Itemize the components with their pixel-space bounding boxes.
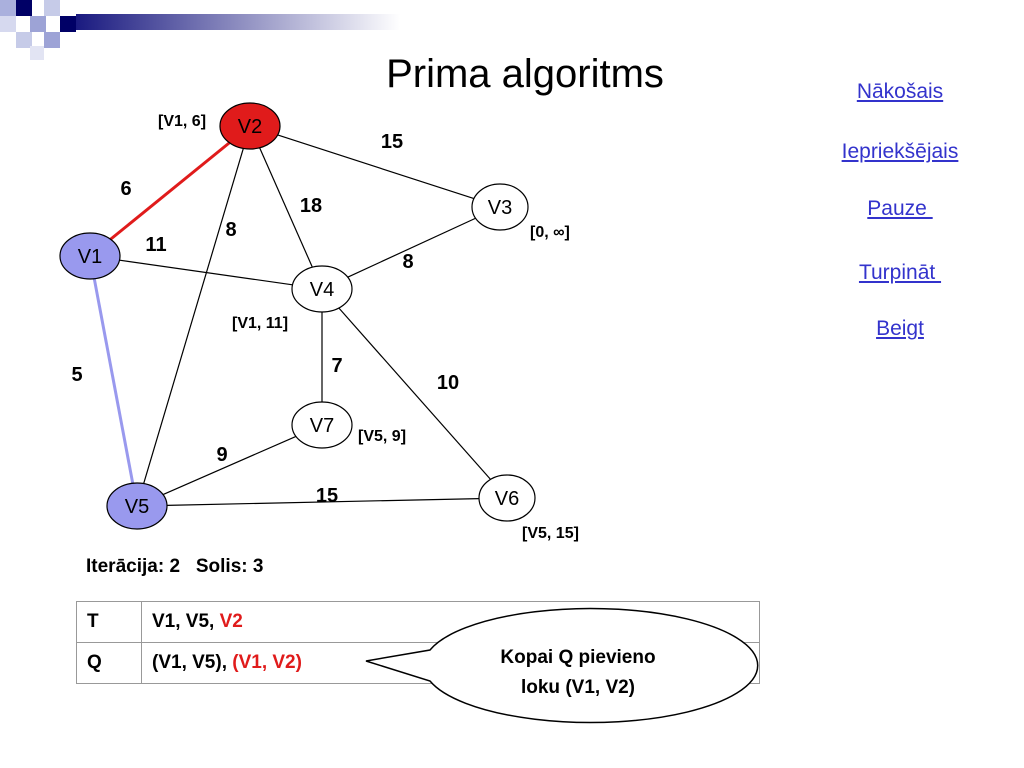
- edge-v5-v7: [162, 435, 297, 496]
- decor-square: [44, 0, 60, 16]
- row-key: T: [76, 601, 142, 643]
- vertex-distance-label: [V5, 15]: [522, 525, 579, 542]
- edge-weight: 8: [225, 219, 236, 241]
- edge-weight: 9: [216, 444, 227, 466]
- vertex-distance-label: [V1, 6]: [158, 113, 206, 130]
- corner-decoration: [0, 0, 400, 60]
- row-value: V1, V5, V2: [141, 601, 760, 643]
- vertex-label: V1: [78, 246, 102, 268]
- edge-weight: 10: [437, 372, 459, 394]
- vertex-label: V2: [238, 116, 262, 138]
- previous-link[interactable]: Iepriekšējais: [841, 140, 959, 163]
- edge-weight: 5: [71, 364, 82, 386]
- continue-link[interactable]: Turpināt: [858, 261, 942, 284]
- vertex-v3: V3: [471, 183, 529, 231]
- set-item-new: (V1, V2): [232, 652, 302, 673]
- vertex-label: V6: [495, 488, 519, 510]
- vertex-distance-label: [V5, 9]: [358, 428, 406, 445]
- edge-v2-v5: [143, 148, 244, 484]
- set-item: V1, V5,: [152, 611, 220, 632]
- set-item-new: V2: [219, 611, 243, 632]
- edge-v5-v6: [166, 498, 480, 506]
- end-link[interactable]: Beigt: [876, 317, 924, 340]
- edge-v2-v3: [277, 134, 475, 200]
- vertex-node: [291, 265, 353, 313]
- table-row: T V1, V5, V2: [76, 601, 760, 643]
- header-gradient-bar: [76, 14, 400, 30]
- edge-v1-v4: [119, 259, 293, 286]
- step-label: Solis:: [195, 556, 248, 577]
- row-key: Q: [76, 642, 142, 684]
- iteration-status: Iterācija: 2 Solis: 3: [86, 556, 263, 578]
- decor-square: [30, 16, 46, 32]
- page-title: Prima algoritms: [386, 52, 664, 96]
- vertex-node: [471, 183, 529, 231]
- vertex-label: V5: [125, 496, 149, 518]
- edge-weight: 11: [145, 234, 166, 256]
- edge-v4-v6: [338, 307, 491, 480]
- vertex-v7: V7: [291, 401, 353, 449]
- decor-square: [16, 0, 32, 16]
- iteration-label: Iterācija:: [86, 556, 165, 577]
- vertex-v6: V6: [478, 474, 536, 522]
- decor-square: [0, 16, 16, 32]
- vertex-v1: V1: [59, 232, 121, 280]
- edge-v1-v2: [109, 141, 231, 241]
- set-item: (V1, V5),: [152, 652, 233, 673]
- vertex-node: [219, 102, 281, 150]
- decor-square: [60, 16, 76, 32]
- decor-square: [30, 46, 44, 60]
- decor-square: [16, 32, 32, 48]
- next-link[interactable]: Nākošais: [856, 80, 944, 103]
- edge-weight: 15: [381, 131, 403, 153]
- sets-table: T V1, V5, V2 Q (V1, V5), (V1, V2): [76, 601, 760, 684]
- decor-square: [44, 32, 60, 48]
- vertex-label: V7: [310, 415, 334, 437]
- vertex-label: V4: [310, 279, 334, 301]
- row-value: (V1, V5), (V1, V2): [141, 642, 760, 684]
- edge-v1-v5: [92, 278, 135, 484]
- vertex-v2: V2: [219, 102, 281, 150]
- table-row: Q (V1, V5), (V1, V2): [76, 642, 760, 684]
- vertex-v5: V5: [106, 482, 168, 530]
- vertex-node: [106, 482, 168, 530]
- vertex-distance-label: [V1, 11]: [232, 315, 288, 332]
- edge-v2-v4: [259, 147, 313, 268]
- vertex-node: [478, 474, 536, 522]
- vertex-label: V3: [488, 197, 512, 219]
- vertex-distance-label: [0, ∞]: [530, 224, 570, 241]
- decor-square: [0, 0, 16, 16]
- edge-v3-v4: [347, 217, 476, 278]
- iteration-value: 2: [169, 556, 181, 577]
- edge-weight: 15: [316, 485, 338, 507]
- edge-weight: 8: [402, 251, 413, 273]
- vertex-node: [59, 232, 121, 280]
- edge-weight: 6: [120, 178, 131, 200]
- step-value: 3: [252, 556, 264, 577]
- vertex-node: [291, 401, 353, 449]
- edge-weight: 7: [331, 355, 342, 377]
- pause-link[interactable]: Pauze: [867, 197, 933, 220]
- vertex-v4: V4: [291, 265, 353, 313]
- edge-weight: 18: [300, 195, 322, 217]
